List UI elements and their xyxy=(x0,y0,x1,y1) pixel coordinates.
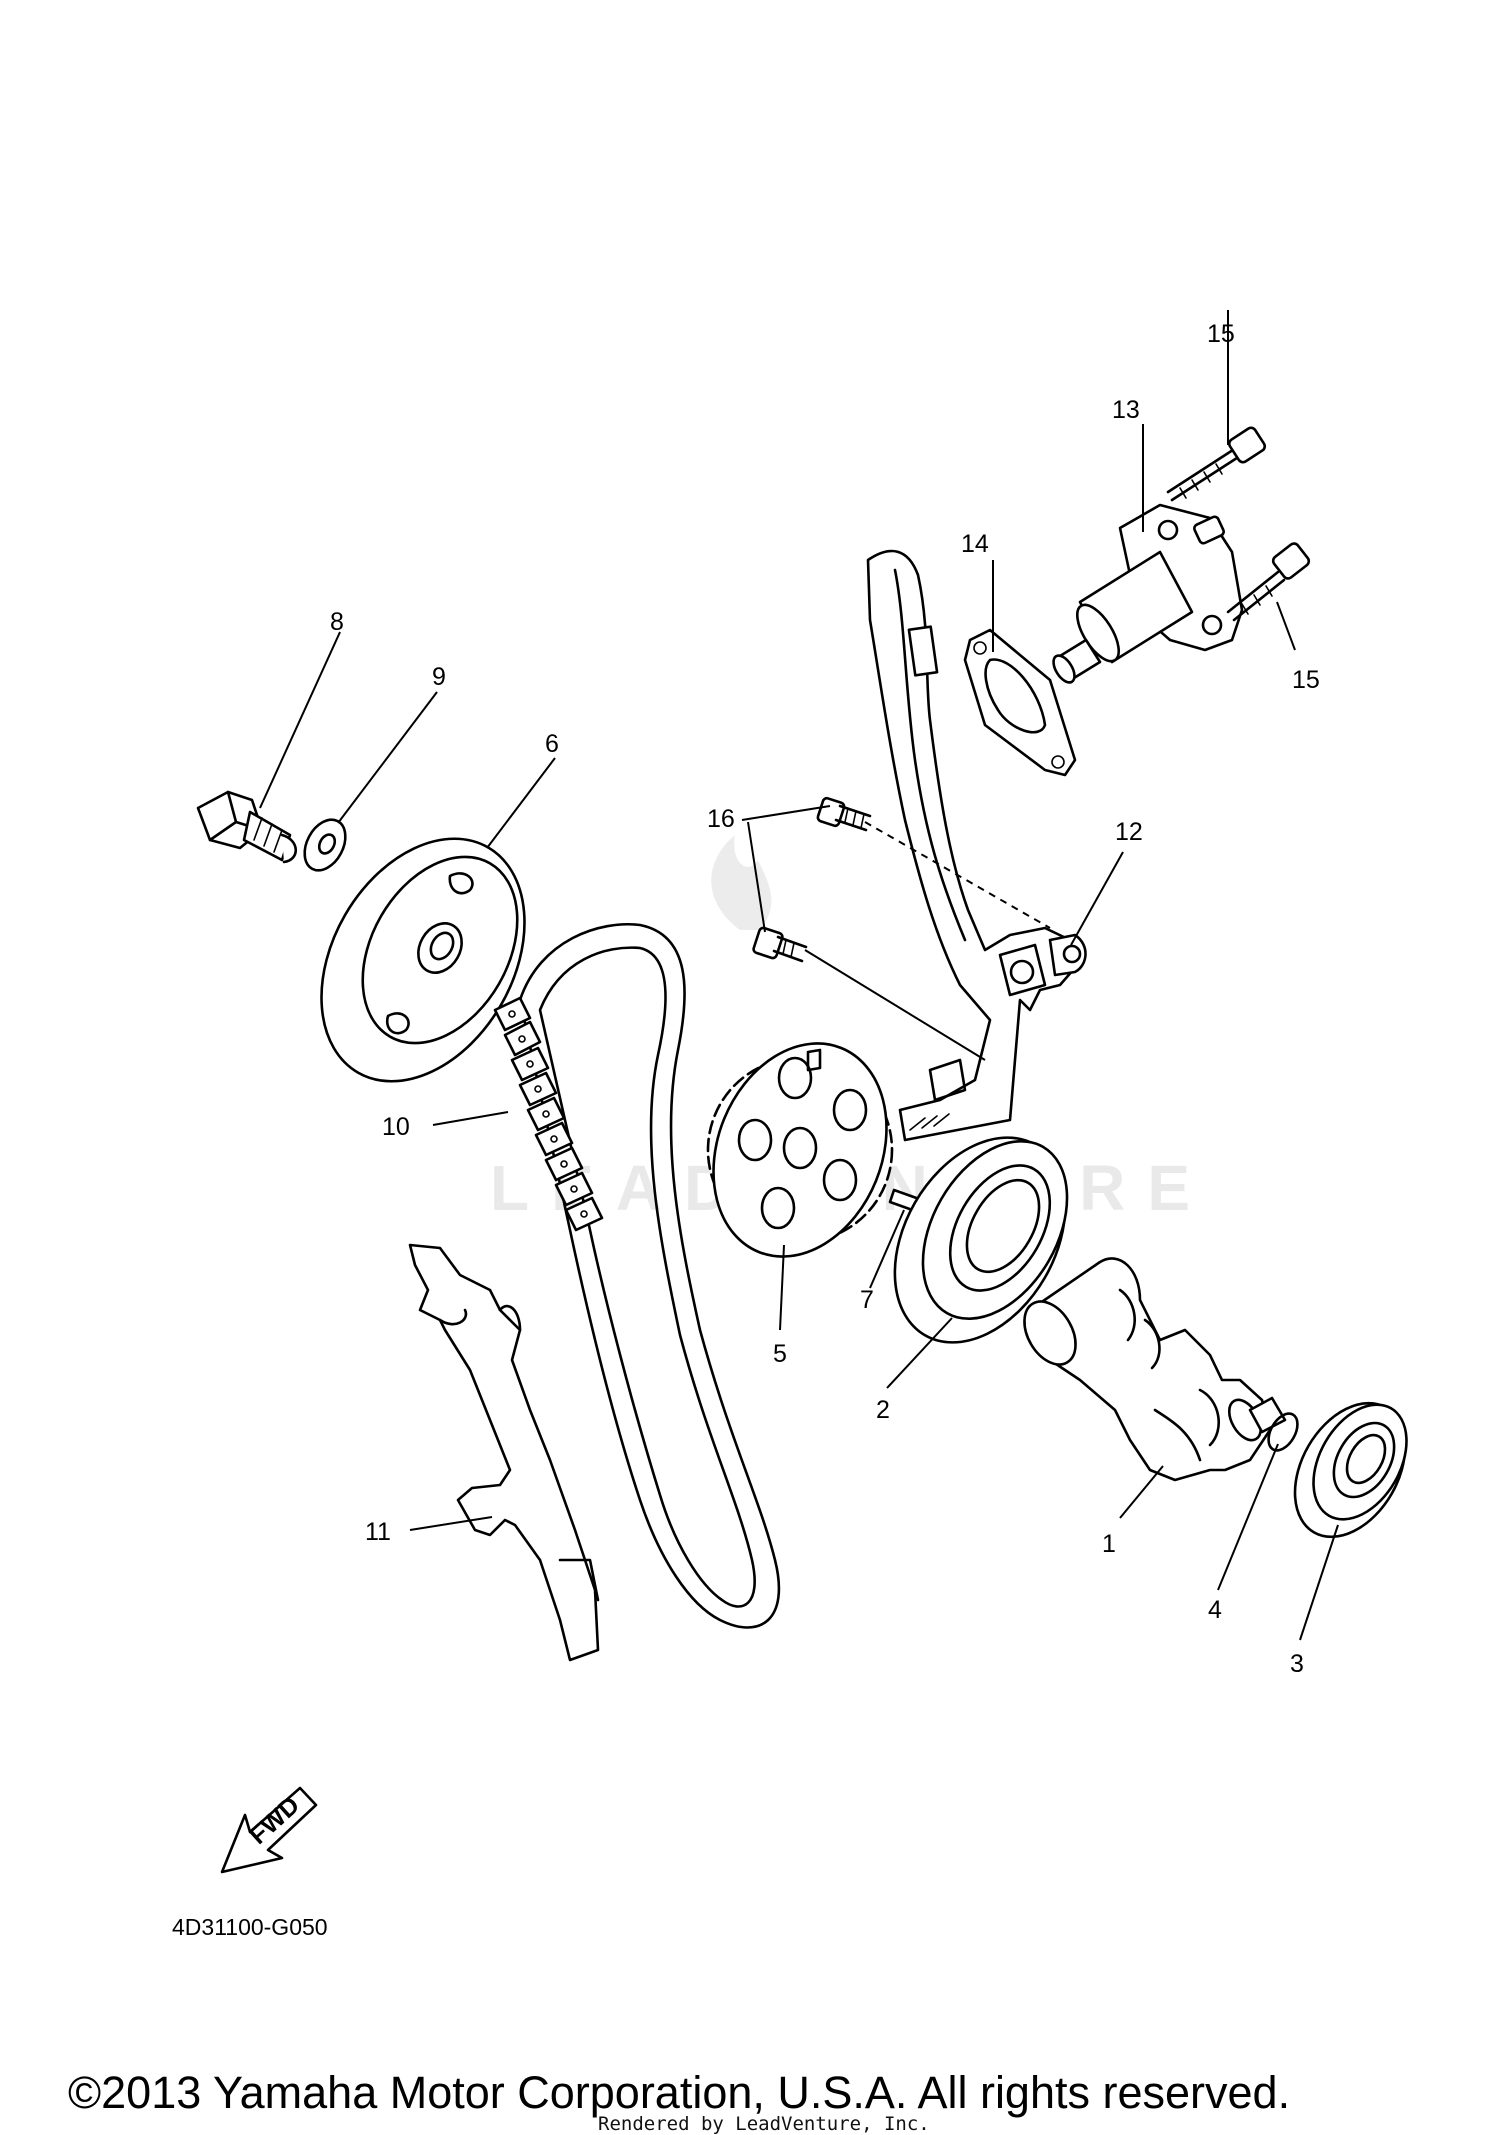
tensioner-bolt-lower xyxy=(1226,542,1311,622)
callout-8: 8 xyxy=(330,608,344,636)
rendered-by-notice: Rendered by LeadVenture, Inc. xyxy=(598,2113,930,2135)
diagram-code: 4D31100-G050 xyxy=(172,1914,328,1940)
o-ring xyxy=(1267,1412,1299,1452)
tensioner-gasket xyxy=(963,628,1077,777)
cam-chain xyxy=(493,922,781,1629)
callout-15-lower: 15 xyxy=(1292,666,1320,694)
forward-direction-badge: FWD xyxy=(220,1786,318,1874)
copyright-notice: ©2013 Yamaha Motor Corporation, U.S.A. A… xyxy=(68,2067,1290,2118)
callout-9: 9 xyxy=(432,663,446,691)
guide-bolt-upper xyxy=(816,796,872,832)
pulley-bolt xyxy=(196,790,298,864)
callout-6: 6 xyxy=(545,730,559,758)
callout-7: 7 xyxy=(860,1286,874,1314)
washer xyxy=(303,818,347,872)
callout-1: 1 xyxy=(1102,1530,1116,1558)
upper-chain-guide xyxy=(866,549,1087,1142)
cam-sprocket xyxy=(706,1042,894,1258)
camshaft xyxy=(1023,1257,1287,1482)
callout-3: 3 xyxy=(1290,1650,1304,1678)
callout-2: 2 xyxy=(876,1396,890,1424)
bearing-2 xyxy=(893,1136,1069,1344)
callout-16: 16 xyxy=(707,805,735,833)
cam-chain-tensioner xyxy=(1052,503,1244,684)
cam-pulley-plate xyxy=(320,837,526,1083)
callout-10: 10 xyxy=(382,1113,410,1141)
leader-lines xyxy=(259,310,1339,1641)
callout-5: 5 xyxy=(773,1340,787,1368)
callout-13: 13 xyxy=(1112,396,1140,424)
callout-12: 12 xyxy=(1115,818,1143,846)
tensioner-bolt-upper xyxy=(1166,426,1267,502)
guide-bolt-lower xyxy=(752,926,808,963)
lower-chain-guide xyxy=(408,1243,600,1662)
bearing-3 xyxy=(1293,1401,1408,1539)
callout-11: 11 xyxy=(365,1518,391,1546)
cam-chain-links-detail xyxy=(493,996,604,1232)
callout-4: 4 xyxy=(1208,1596,1222,1624)
callout-15-upper: 15 xyxy=(1207,320,1235,348)
callout-14: 14 xyxy=(961,530,989,558)
